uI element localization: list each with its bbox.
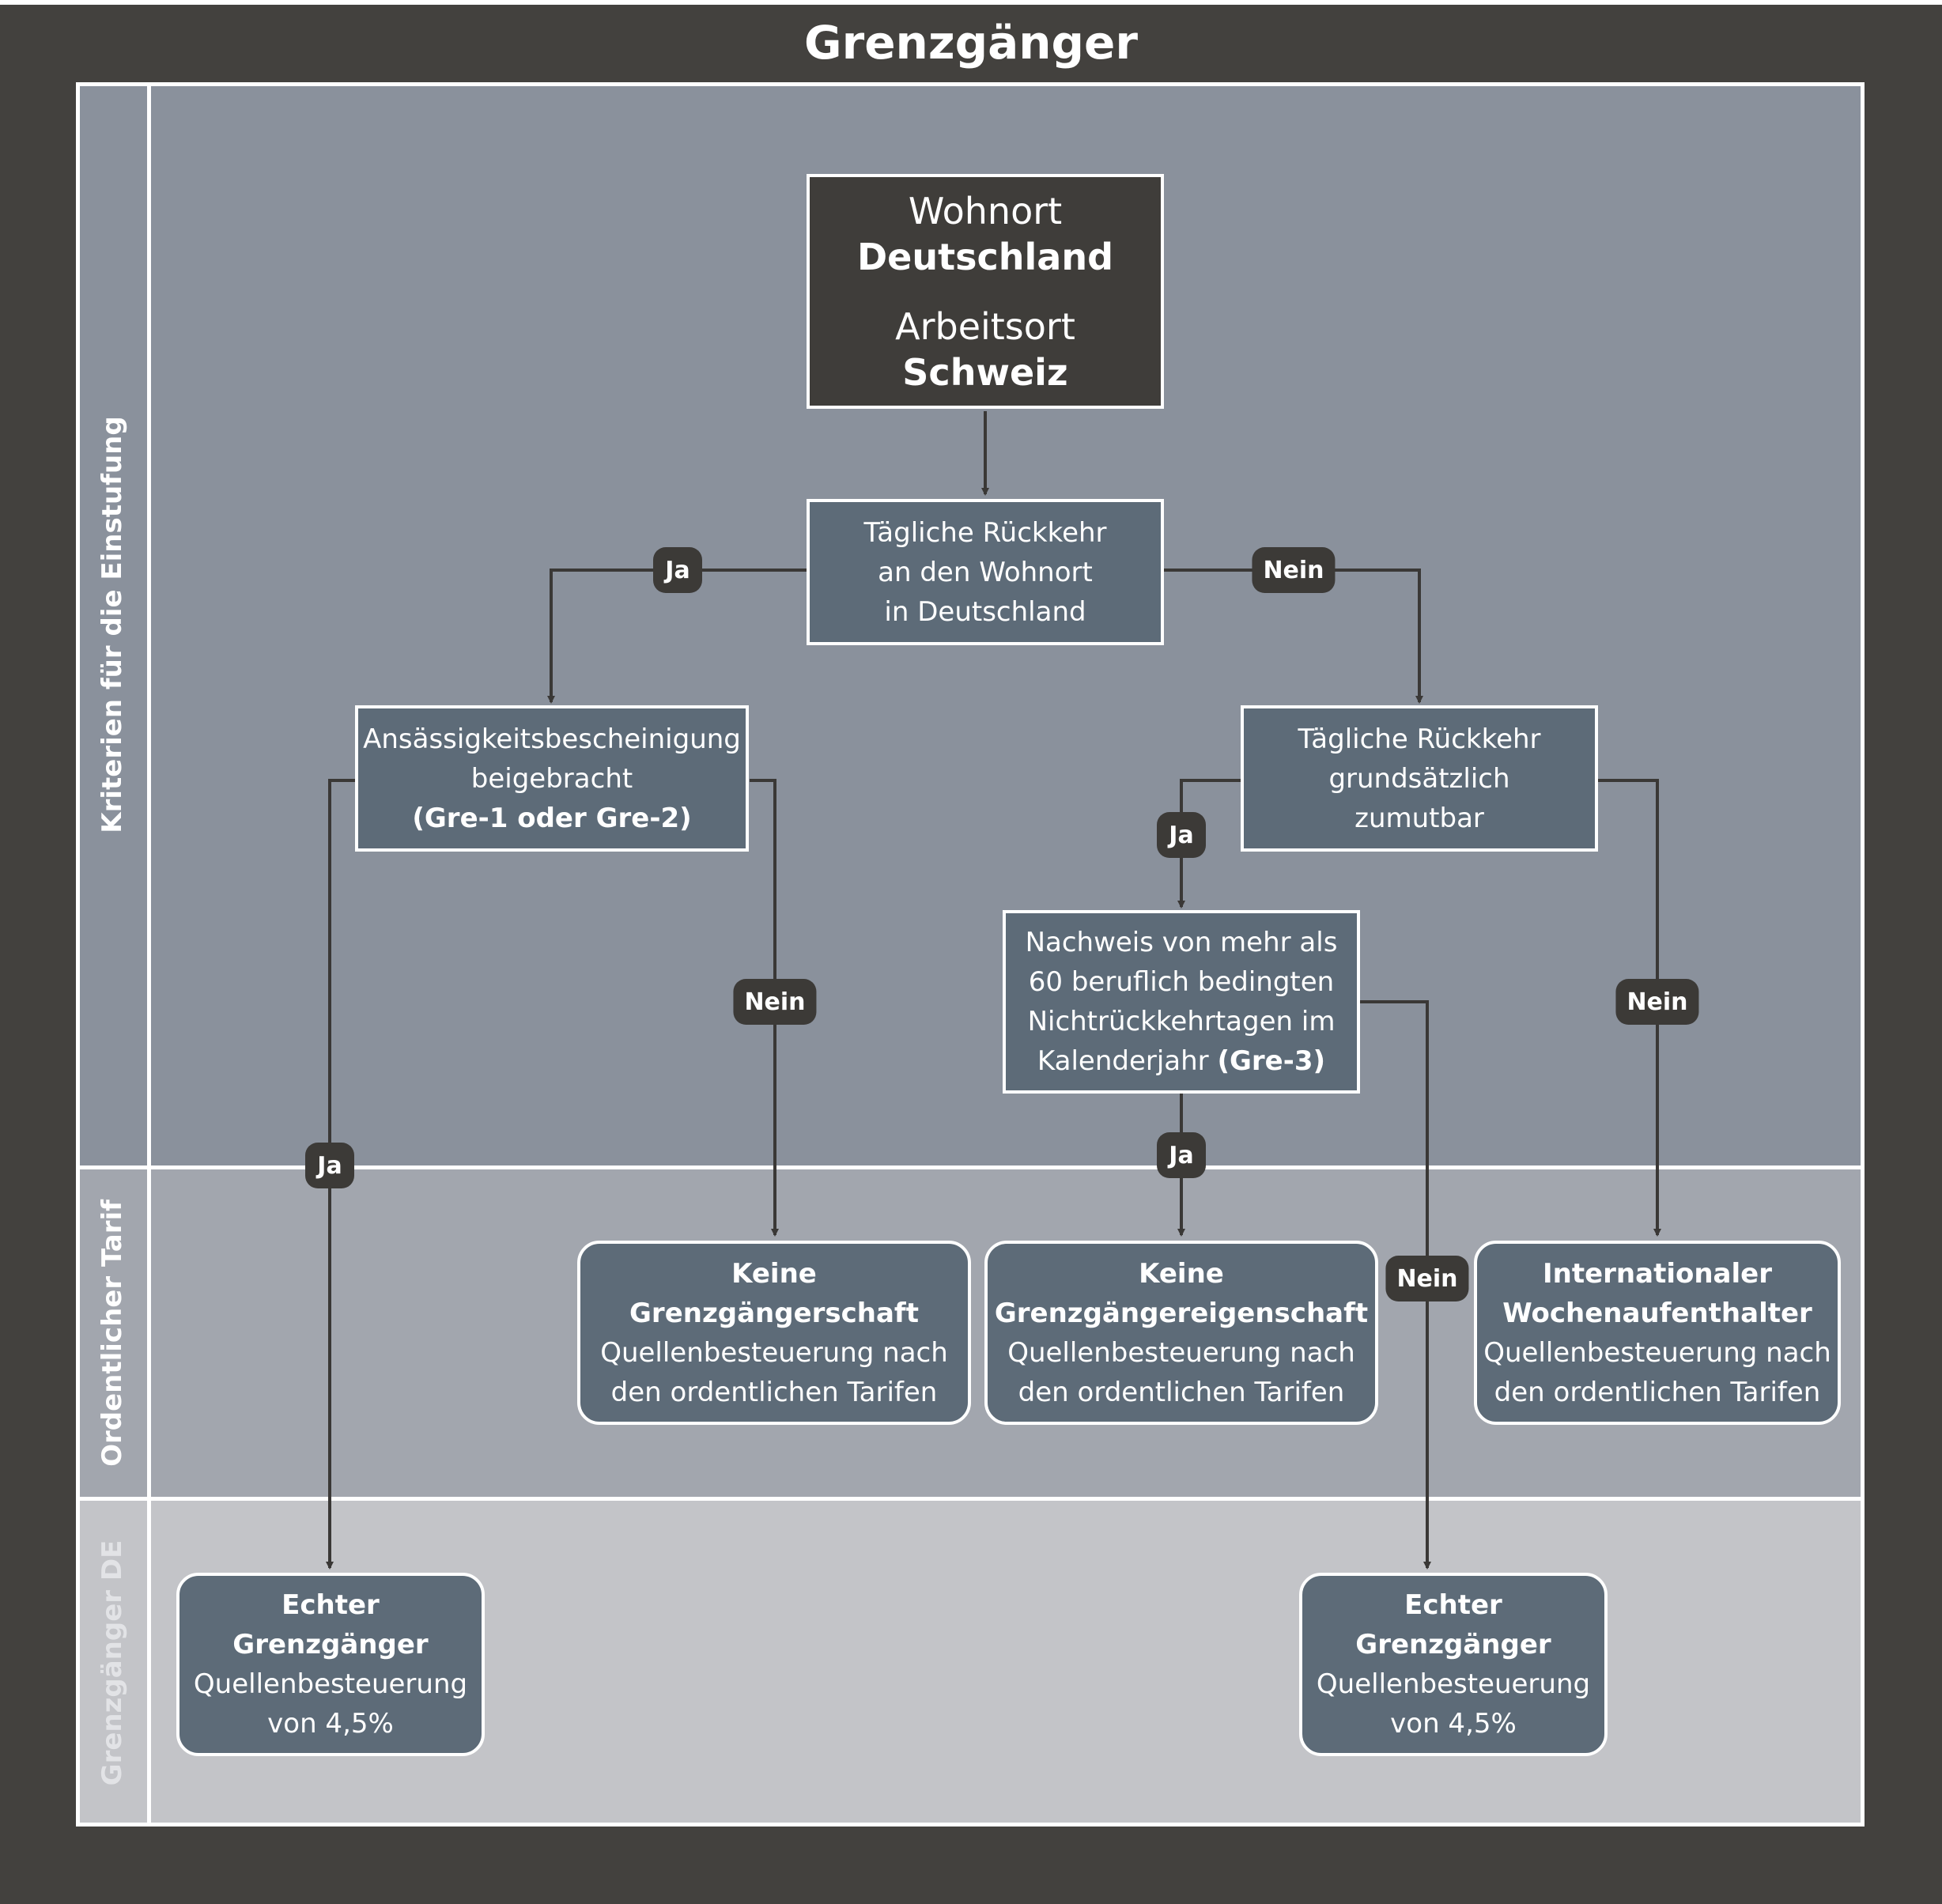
decision-text: beigebracht (470, 762, 633, 795)
outcome-text: den ordentlichen Tarifen (610, 1376, 938, 1408)
decision-text: grundsätzlich (1328, 762, 1510, 795)
badge-nein: Nein (1615, 979, 1699, 1025)
outcome-text: Quellenbesteuerung (1316, 1668, 1591, 1700)
outcome-text: Quellenbesteuerung (193, 1668, 468, 1700)
decision-text: Kalenderjahr (1037, 1045, 1218, 1077)
start-work-label: Arbeitsort (895, 304, 1075, 348)
badge-nein: Nein (1385, 1256, 1469, 1301)
outcome-title: Internationaler (1543, 1257, 1772, 1290)
connector-reasonable-nein (1597, 779, 1661, 1237)
badge-ja: Ja (305, 1143, 354, 1188)
lane-divider (76, 1497, 1865, 1501)
badge-nein: Nein (733, 979, 817, 1025)
decision-text: Tägliche Rückkehr (1298, 723, 1541, 755)
decision-text: 60 beruflich bedingten (1028, 966, 1335, 998)
outcome-keine-grenzgaengerschaft: Keine Grenzgängerschaft Quellenbesteueru… (577, 1241, 971, 1425)
badge-ja: Ja (653, 547, 702, 593)
outcome-title: Echter (281, 1589, 380, 1621)
connector-residence-nein (750, 779, 779, 1237)
connector-daily-return-ja (547, 569, 807, 704)
outcome-title: Keine (731, 1257, 817, 1290)
decision-text: Nachweis von mehr als (1025, 927, 1338, 958)
decision-text: Nichtrückkehrtagen im (1027, 1006, 1336, 1037)
decision-form-ref: (Gre-3) (1217, 1045, 1326, 1077)
decision-daily-return: Tägliche Rückkehr an den Wohnort in Deut… (807, 499, 1164, 645)
outcome-text: den ordentlichen Tarifen (1018, 1376, 1345, 1408)
start-residence-label: Wohnort (908, 189, 1063, 232)
decision-proof-60-days: Nachweis von mehr als 60 beruflich bedin… (1003, 910, 1360, 1094)
decision-residence-certificate: Ansässigkeitsbescheinigung beigebracht (… (355, 705, 749, 852)
start-work-country: Schweiz (902, 350, 1068, 394)
outcome-title: Grenzgänger (1355, 1629, 1551, 1660)
start-residence-country: Deutschland (857, 235, 1113, 278)
outcome-title: Keine (1139, 1257, 1224, 1290)
outcome-title: Wochenaufenthalter (1502, 1297, 1812, 1329)
connector-residence-ja (326, 779, 356, 1570)
outcome-title: Grenzgängereigenschaft (994, 1297, 1369, 1329)
lane-header-divider (147, 82, 151, 1827)
decision-return-reasonable: Tägliche Rückkehr grundsätzlich zumutbar (1241, 705, 1598, 852)
start-box: Wohnort Deutschland Arbeitsort Schweiz (807, 174, 1164, 409)
outcome-title: Grenzgänger (232, 1629, 429, 1660)
outcome-text: von 4,5% (267, 1708, 394, 1740)
decision-form-ref: (Gre-1 oder Gre-2) (412, 802, 692, 834)
outcome-title: Echter (1404, 1589, 1502, 1621)
badge-nein: Nein (1252, 547, 1336, 593)
outcome-echter-grenzgaenger-right: Echter Grenzgänger Quellenbesteuerung vo… (1299, 1573, 1608, 1756)
outcome-echter-grenzgaenger-left: Echter Grenzgänger Quellenbesteuerung vo… (176, 1573, 485, 1756)
decision-text: Ansässigkeitsbescheinigung (363, 723, 741, 755)
connector-daily-return-nein (1164, 569, 1423, 704)
outcome-title: Grenzgängerschaft (629, 1297, 919, 1329)
decision-text: zumutbar (1354, 802, 1484, 834)
outcome-keine-grenzgaengereigenschaft: Keine Grenzgängereigenschaft Quellenbest… (984, 1241, 1378, 1425)
diagram-title: Grenzgänger (803, 16, 1138, 70)
outcome-text: Quellenbesteuerung nach (1007, 1336, 1355, 1369)
decision-text: Tägliche Rückkehr (863, 516, 1107, 549)
decision-text: in Deutschland (884, 595, 1086, 628)
connector-reasonable-ja (1177, 779, 1241, 909)
outcome-text: von 4,5% (1390, 1708, 1517, 1740)
connector-proof-nein (1358, 1000, 1431, 1570)
decision-text: an den Wohnort (878, 556, 1093, 588)
outcome-text: Quellenbesteuerung nach (600, 1336, 948, 1369)
outcome-text: Quellenbesteuerung nach (1483, 1336, 1831, 1369)
badge-ja: Ja (1157, 1132, 1206, 1178)
lane-divider (76, 1165, 1865, 1169)
outcome-internationaler-wochenaufenthalter: Internationaler Wochenaufenthalter Quell… (1474, 1241, 1841, 1425)
outcome-text: den ordentlichen Tarifen (1494, 1376, 1821, 1408)
badge-ja: Ja (1157, 812, 1206, 858)
